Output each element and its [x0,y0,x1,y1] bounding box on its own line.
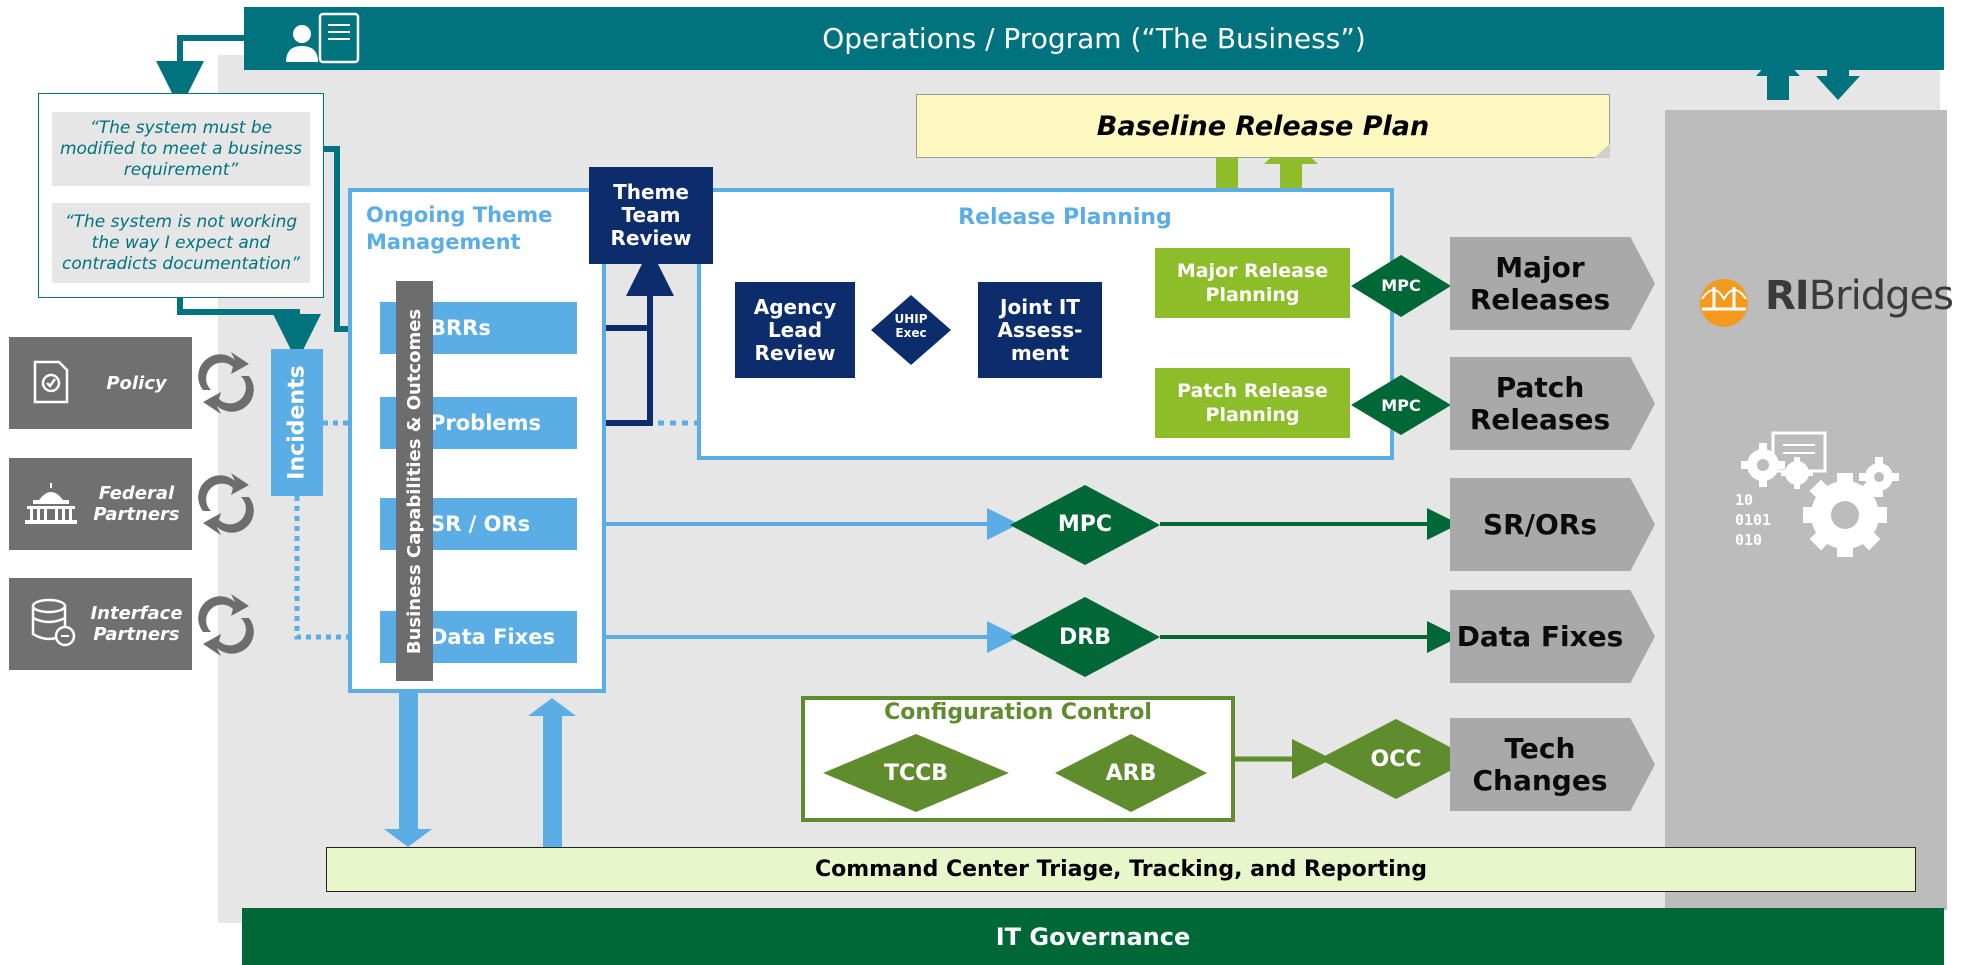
theme-management-title: Ongoing Theme Management [366,203,553,254]
occ-label: OCC [1370,746,1422,772]
stakeholder-federal: Federal Partners [9,458,192,550]
mpc-major-label: MPC [1381,275,1421,295]
output-tech-changes: Tech Changes [1450,718,1655,811]
incidents-to-datafixes-arrow [294,496,392,657]
arb-label: ARB [1105,760,1157,786]
quote-to-incidents-arrow [177,284,321,362]
theme-team-review: Theme Team Review [589,167,713,264]
requirement-quotes-box: “The system must be modified to meet a b… [38,93,324,298]
ribridges-logo-icon [1700,279,1748,327]
joint-it-assessment: Joint IT Assess-ment [978,282,1102,378]
baseline-label: Baseline Release Plan [1096,110,1430,142]
logo-prefix: RI [1765,273,1810,319]
arb-diamond [1055,734,1207,812]
mpc-patch-label: MPC [1381,395,1421,415]
release-planning-title: Release Planning [958,205,1172,230]
command-to-theme-up-arrow [528,698,576,847]
svg-text:0101: 0101 [1735,511,1771,529]
command-center-bar: Command Center Triage, Tracking, and Rep… [326,847,1916,892]
gears-code-icon: 10 0101 010 [1735,431,1899,557]
agency-lead-review: Agency Lead Review [735,282,855,378]
output-patch-releases: Patch Releases [1450,357,1655,450]
uhip-exec-diamond [871,295,951,365]
page-curl-icon [1594,144,1610,158]
patch-release-planning: Patch Release Planning [1155,368,1350,438]
stakeholder-interface: Interface Partners [9,578,192,670]
stakeholder-label: Federal Partners [93,483,180,525]
theme-to-command-down-arrow [384,693,432,847]
ribridges-logo-text: RIBridges [1765,273,1954,319]
uhip-exec-label: UHIP Exec [894,312,928,340]
stakeholder-label: Interface Partners [90,603,183,645]
occ-diamond [1319,719,1473,799]
quote-not-working: “The system is not working the way I exp… [52,203,310,283]
tccb-label: TCCB [883,760,949,786]
footer-title: IT Governance [995,922,1191,951]
logo-suffix: Bridges [1808,273,1954,319]
business-capabilities-bar: Business Capabilities & Outcomes [396,281,433,681]
incidents-label: Incidents [284,365,310,480]
output-major-releases: Major Releases [1450,237,1655,330]
configuration-control-title: Configuration Control [884,700,1152,725]
business-capabilities-label: Business Capabilities & Outcomes [404,308,425,654]
it-governance-footer: IT Governance [242,908,1944,965]
quote-requirement: “The system must be modified to meet a b… [52,112,310,186]
capitol-building-icon [25,483,77,524]
operations-header: Operations / Program (“The Business”) [244,7,1944,70]
document-check-icon [33,360,69,404]
database-sync-icon [31,598,76,647]
drb-diamond [1010,597,1160,677]
output-data-fixes: Data Fixes [1450,590,1655,683]
command-center-label: Command Center Triage, Tracking, and Rep… [814,857,1428,882]
mpc-sr-label: MPC [1057,511,1113,537]
support-agent-icon [282,12,362,68]
major-release-planning: Major Release Planning [1155,248,1350,318]
svg-text:10: 10 [1735,491,1753,509]
sync-arrows-icon [193,471,259,537]
mpc-patch-diamond [1351,375,1451,435]
stakeholder-label: Policy [106,372,167,394]
drb-label: DRB [1059,624,1111,650]
tccb-diamond [823,734,1009,812]
output-sr-ors: SR/ORs [1450,478,1655,571]
baseline-release-plan: Baseline Release Plan [916,94,1610,158]
sync-arrows-icon [193,592,259,658]
mpc-sr-diamond [1010,485,1160,565]
stakeholder-policy: Policy [9,337,192,429]
incidents-box: Incidents [271,349,323,496]
mpc-major-diamond [1351,255,1451,317]
svg-text:010: 010 [1735,531,1762,549]
sync-arrows-icon [193,350,259,416]
header-title: Operations / Program (“The Business”) [822,22,1366,55]
